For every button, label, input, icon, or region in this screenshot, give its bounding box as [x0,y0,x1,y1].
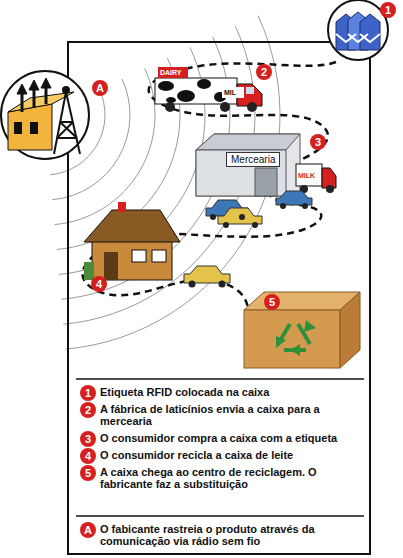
store-sign: Mercearia [226,152,280,167]
cars [184,191,312,288]
milk-cartons [328,0,388,60]
legend-text: Etiqueta RFID colocada na caixa [100,386,364,398]
callout-number: A [80,522,96,538]
factory [1,71,89,159]
separator [76,378,364,380]
route-path [83,62,336,326]
dairy-truck [155,67,262,112]
callout-number: 5 [264,294,280,310]
recycling-box [244,292,360,368]
legend-text: O consumidor compra a caixa com a etique… [100,432,364,444]
truck-text: MIL [224,88,236,97]
callout-number: 2 [80,402,96,418]
truck-text: MILK [298,171,315,180]
callout-number: 1 [80,385,96,401]
callout-number: 3 [310,134,326,150]
callout-number: 5 [80,465,96,481]
legend-text: A caixa chega ao centro de reciclagem. O… [100,466,364,490]
callout-number: 3 [80,431,96,447]
callout-number: 4 [91,276,107,292]
milk-truck [296,164,336,193]
callout-number: 4 [80,448,96,464]
legend-text: O fabicante rastreia o produto através d… [100,523,364,547]
truck-text: DAIRY [160,68,182,77]
sign-text: Mercearia [231,154,275,165]
callout-number: 2 [256,64,272,80]
grocery-store [196,134,300,196]
legend-text: O consumidor recicla a caixa de leite [100,449,364,461]
callout-number: A [92,80,108,96]
callout-number: 1 [380,2,396,18]
frame [68,42,370,554]
house [84,202,180,280]
separator [76,515,364,517]
legend-text: A fábrica de laticínios envia a caixa pa… [100,403,364,427]
